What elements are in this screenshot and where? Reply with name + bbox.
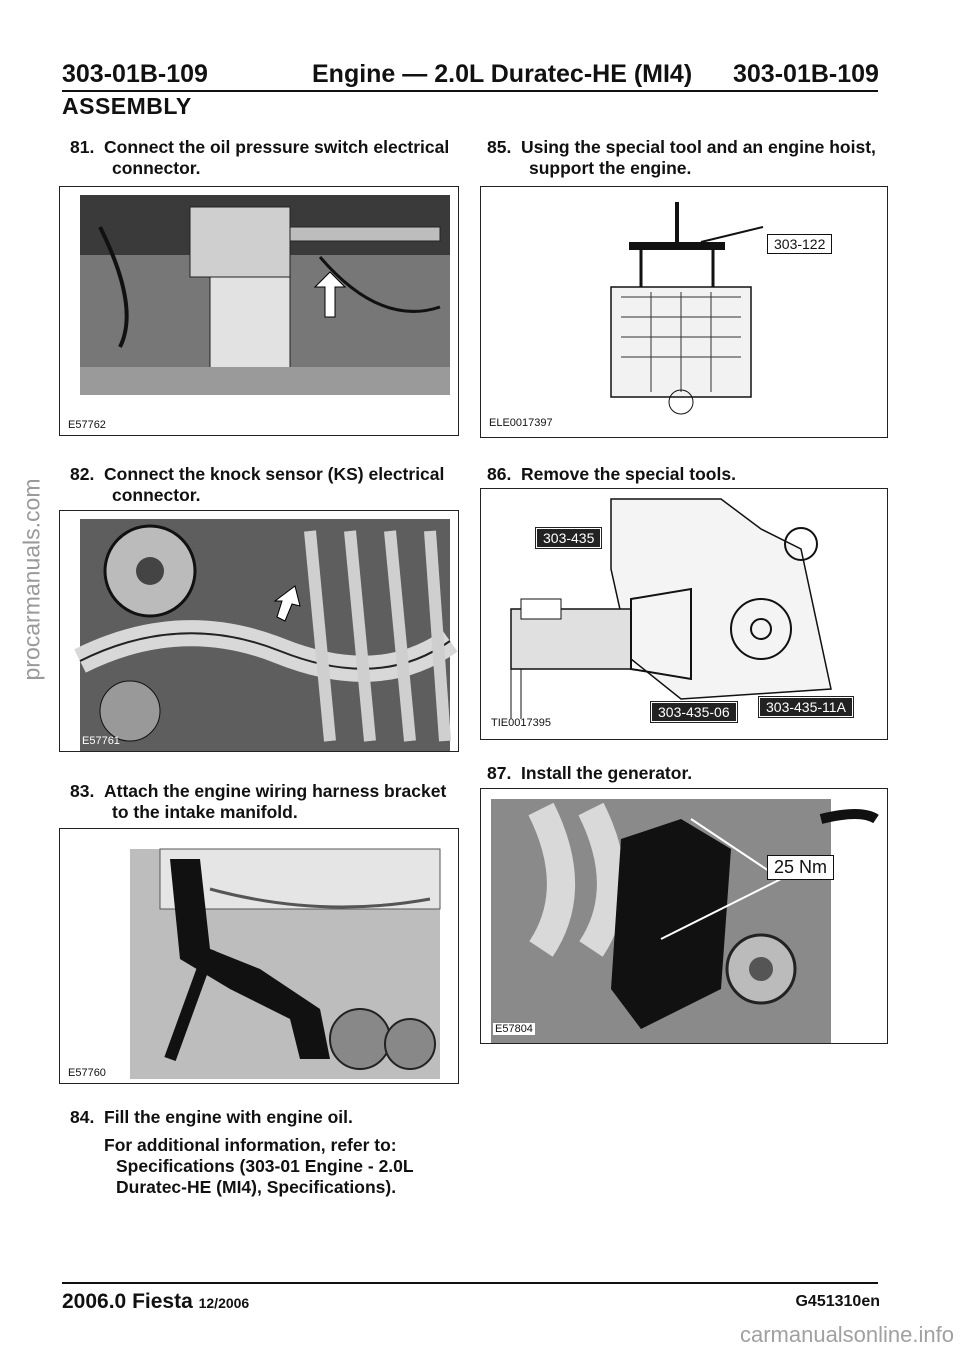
generator-illustration xyxy=(491,799,879,1043)
figure-generator: 25 Nm E57804 xyxy=(480,788,888,1044)
page-title: Engine — 2.0L Duratec-HE (MI4) xyxy=(312,60,693,88)
footer-rule xyxy=(62,1282,878,1284)
step-text: connector. xyxy=(112,158,201,178)
step-text: Connect the oil pressure switch electric… xyxy=(104,137,450,157)
step-number: 87. xyxy=(487,763,512,783)
step-number: 82. xyxy=(70,464,95,484)
figure-id: ELE0017397 xyxy=(489,417,553,429)
figure-oil-pressure-switch: E57762 xyxy=(59,186,459,436)
step-text: Connect the knock sensor (KS) electrical xyxy=(104,464,445,484)
step-text: Fill the engine with engine oil. xyxy=(104,1107,353,1127)
step-83: 83. Attach the engine wiring harness brac… xyxy=(70,781,446,823)
tool-label: 303-435-06 xyxy=(650,701,738,723)
reference-note: For additional information, refer to: Sp… xyxy=(104,1135,414,1198)
footer-model: 2006.0 Fiesta 12/2006 xyxy=(62,1290,249,1314)
tool-label: 303-122 xyxy=(767,234,833,254)
figure-id: TIE0017395 xyxy=(491,717,551,729)
special-tools-illustration xyxy=(510,498,832,719)
bottom-watermark: carmanualsonline.info xyxy=(739,1322,954,1347)
oil-pressure-switch-illustration xyxy=(80,195,450,395)
header-rule xyxy=(62,90,878,92)
reference-lead: For additional information, refer to: xyxy=(104,1135,397,1155)
step-text: Remove the special tools. xyxy=(521,464,736,484)
step-81: 81. Connect the oil pressure switch elect… xyxy=(70,137,449,179)
step-82: 82. Connect the knock sensor (KS) electri… xyxy=(70,464,444,506)
model-year: 2006.0 Fiesta xyxy=(62,1290,193,1313)
step-number: 84. xyxy=(70,1107,95,1127)
engine-hoist-illustration xyxy=(610,202,764,415)
figure-id: E57762 xyxy=(68,419,106,431)
torque-label: 25 Nm xyxy=(767,855,835,880)
figure-remove-special-tools: 303-435 303-435-06 303-435-11A TIE001739… xyxy=(480,488,888,740)
wiring-harness-illustration xyxy=(130,848,441,1079)
step-text: connector. xyxy=(112,485,201,505)
figure-id: E57761 xyxy=(82,735,120,747)
step-number: 86. xyxy=(487,464,512,484)
step-text: Using the special tool and an engine hoi… xyxy=(521,137,876,157)
figure-id: E57760 xyxy=(68,1067,106,1079)
figure-id: E57804 xyxy=(493,1023,535,1035)
step-number: 81. xyxy=(70,137,95,157)
footer-date: 12/2006 xyxy=(198,1295,250,1311)
step-85: 85. Using the special tool and an engine … xyxy=(487,137,876,179)
step-number: 83. xyxy=(70,781,95,801)
document-code: G451310en xyxy=(795,1293,880,1310)
step-text: Attach the engine wiring harness bracket xyxy=(104,781,447,801)
reference-link-line1[interactable]: Specifications (303-01 Engine - 2.0L xyxy=(116,1156,414,1176)
step-text: to the intake manifold. xyxy=(112,802,298,822)
figure-knock-sensor: E57761 xyxy=(59,510,459,752)
step-84: 84. Fill the engine with engine oil. xyxy=(70,1107,353,1128)
figure-engine-hoist: 303-122 ELE0017397 xyxy=(480,186,888,438)
side-watermark: procarmanuals.com xyxy=(18,478,45,681)
step-text: Install the generator. xyxy=(521,763,693,783)
section-heading: ASSEMBLY xyxy=(62,93,192,119)
figure-wiring-harness-bracket: E57760 xyxy=(59,828,459,1084)
reference-link-line2[interactable]: Duratec-HE (MI4), Specifications). xyxy=(116,1177,397,1197)
knock-sensor-illustration xyxy=(74,519,458,751)
page-number-left: 303-01B-109 xyxy=(62,60,208,88)
step-87: 87. Install the generator. xyxy=(487,763,692,784)
step-86: 86. Remove the special tools. xyxy=(487,464,736,485)
page-number-right: 303-01B-109 xyxy=(733,60,879,88)
step-number: 85. xyxy=(487,137,512,157)
tool-label: 303-435 xyxy=(534,527,603,549)
tool-label: 303-435-11A xyxy=(758,696,854,718)
step-text: support the engine. xyxy=(529,158,692,178)
